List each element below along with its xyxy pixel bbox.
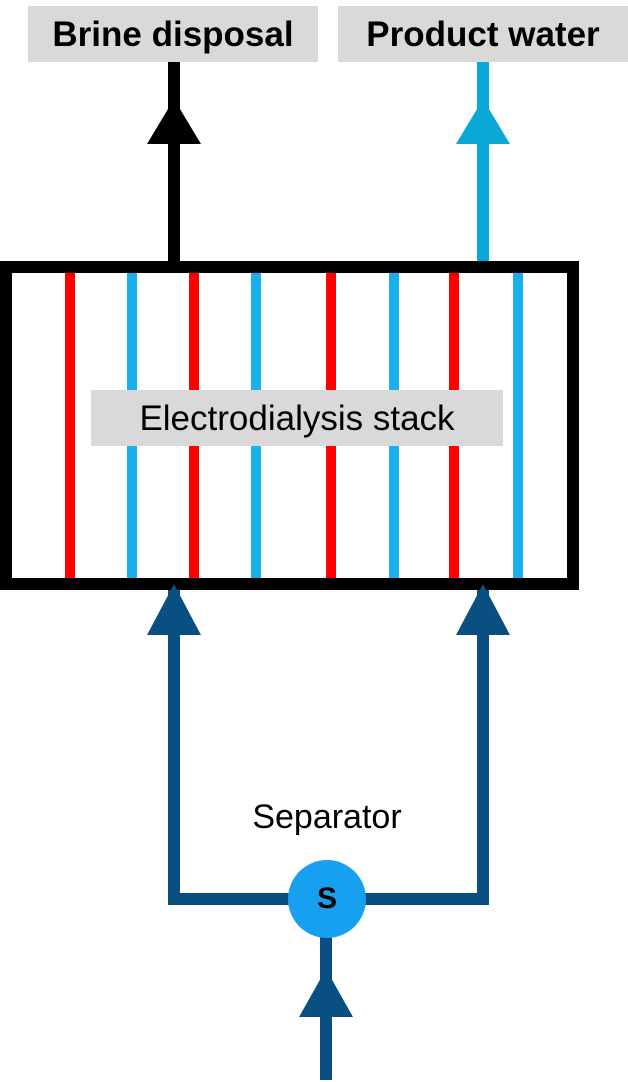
separator-symbol: S [316,882,337,915]
feed-arrow-right-icon [456,584,510,635]
feed-line-right [352,590,489,905]
product-water-label: Product water [338,6,628,62]
electrodialysis-stack [0,261,579,590]
feed-arrow-inlet-icon [299,969,353,1017]
separator-circle [288,860,366,938]
feed-arrow-left-icon [147,584,201,635]
electrodialysis-stack-label: Electrodialysis stack [91,390,503,446]
brine-arrow-icon [147,99,201,144]
feed-line-left [168,590,300,905]
brine-disposal-label: Brine disposal [28,6,318,62]
product-arrow-icon [456,99,510,144]
separator-label: Separator [252,798,402,836]
